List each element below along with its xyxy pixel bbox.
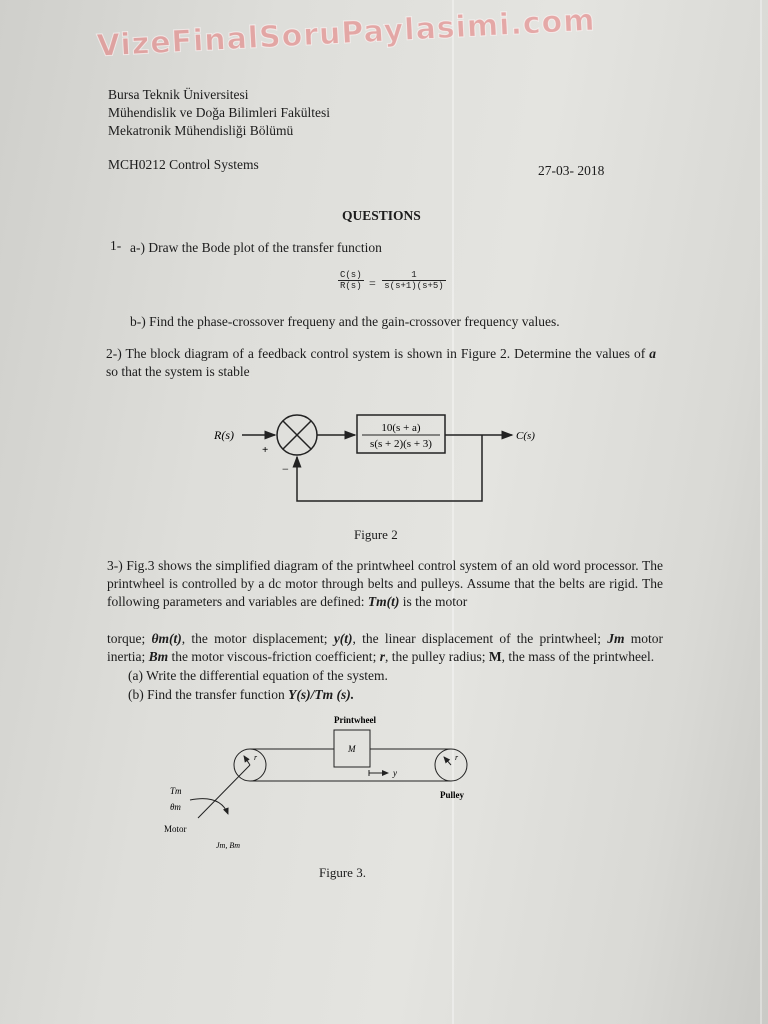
- tf-rhs-num: 1: [382, 270, 446, 281]
- course-title: MCH0212 Control Systems: [108, 157, 259, 172]
- block-diagram: R(s) + 10(s + a) s(s + 2)(s + 3) C(s) −: [213, 414, 535, 502]
- q3-text-part: , the mass of the printwheel.: [501, 649, 655, 664]
- q3-part-b: (b) Find the transfer function Y(s)/Tm (…: [107, 686, 663, 704]
- printwheel-diagram: Printwheel M r r y Pulley Tm θm Motor Jm…: [164, 715, 468, 850]
- printwheel-label: Printwheel: [334, 715, 376, 725]
- q1-part-b: b-) Find the phase-crossover frequeny an…: [130, 314, 560, 329]
- tf-rhs: 1 s(s+1)(s+5): [382, 270, 446, 291]
- summing-junction: [276, 414, 318, 456]
- q3-intro-end: is the motor: [402, 594, 468, 609]
- watermark: VizeFinalSoruPaylasimi.com: [95, 2, 597, 64]
- q3-text-part: , the pulley radius;: [384, 649, 486, 664]
- exam-date: 27-03- 2018: [538, 163, 605, 178]
- tf-equals: =: [369, 276, 376, 290]
- q3-m: M: [488, 649, 502, 664]
- theta-label: θm: [170, 802, 181, 812]
- q3-text-part: motor inertia;: [107, 631, 664, 664]
- q3-section: 3-) Fig.3 shows the simplified diagram o…: [107, 557, 663, 882]
- q3-jm: Jm: [607, 631, 625, 646]
- university-name: Bursa Teknik Üniversitesi: [108, 87, 249, 102]
- output-label: C(s): [516, 430, 535, 442]
- motor-params-label: Jm, Bm: [216, 841, 240, 850]
- q3-bm: Bm: [148, 649, 169, 664]
- q3-text-part: the motor viscous-friction coefficient;: [171, 649, 377, 664]
- pulley-label: Pulley: [440, 790, 464, 800]
- transfer-function-block: [356, 414, 446, 454]
- q2-text-end: so that the system is stable: [106, 364, 250, 379]
- radius-label: r: [254, 753, 258, 762]
- block-num: 10(s + a): [381, 422, 421, 434]
- q3-intro: 3-) Fig.3 shows the simplified diagram o…: [107, 558, 663, 609]
- faculty-name: Mühendislik ve Doğa Bilimleri Fakültesi: [108, 105, 330, 120]
- q3-tm: Tm(t): [367, 594, 400, 609]
- q3-y: y(t): [333, 631, 353, 646]
- mass-label: M: [347, 744, 356, 754]
- torque-arrow: [189, 798, 229, 815]
- minus-sign: −: [282, 462, 289, 476]
- q3-theta: θm(t): [151, 631, 182, 646]
- tf-lhs-num: C(s): [338, 270, 364, 281]
- q2-text-main: 2-) The block diagram of a feedback cont…: [106, 346, 646, 361]
- figure-2-caption: Figure 2: [354, 527, 398, 542]
- tf-lhs: C(s) R(s): [338, 270, 364, 291]
- torque-label: Tm: [170, 786, 182, 796]
- block-den: s(s + 2)(s + 3): [370, 438, 432, 450]
- figure-3-caption: Figure 3.: [319, 865, 366, 880]
- motor-label: Motor: [164, 824, 187, 834]
- y-label: y: [392, 768, 397, 778]
- q3-part-b-text: (b) Find the transfer function: [128, 687, 285, 702]
- q1-part-a: a-) Draw the Bode plot of the transfer f…: [130, 240, 382, 255]
- q3-text-part: , the linear displacement of the printwh…: [352, 631, 602, 646]
- department-name: Mekatronik Mühendisliği Bölümü: [108, 123, 294, 138]
- q3-r: r: [379, 649, 385, 664]
- q3-text-part: , the motor displacement;: [181, 631, 328, 646]
- q1-number: 1-: [110, 238, 122, 253]
- input-label: R(s): [213, 428, 234, 442]
- q3-text-1: 3-) Fig.3 shows the simplified diagram o…: [107, 557, 663, 611]
- tf-rhs-den: s(s+1)(s+5): [384, 281, 444, 291]
- q2-variable: a: [649, 346, 657, 361]
- q2-text: 2-) The block diagram of a feedback cont…: [106, 345, 656, 381]
- tf-lhs-den: R(s): [340, 281, 362, 291]
- page-title: QUESTIONS: [342, 208, 421, 223]
- q3-text-part: torque;: [107, 631, 146, 646]
- radius-label: r: [455, 753, 459, 762]
- q3-text-2: torque; θm(t), the motor displacement; y…: [107, 630, 663, 666]
- plus-sign: +: [262, 444, 268, 456]
- q3-part-b-tf: Y(s)/Tm (s).: [288, 687, 355, 702]
- q3-part-a: (a) Write the differential equation of t…: [128, 668, 388, 683]
